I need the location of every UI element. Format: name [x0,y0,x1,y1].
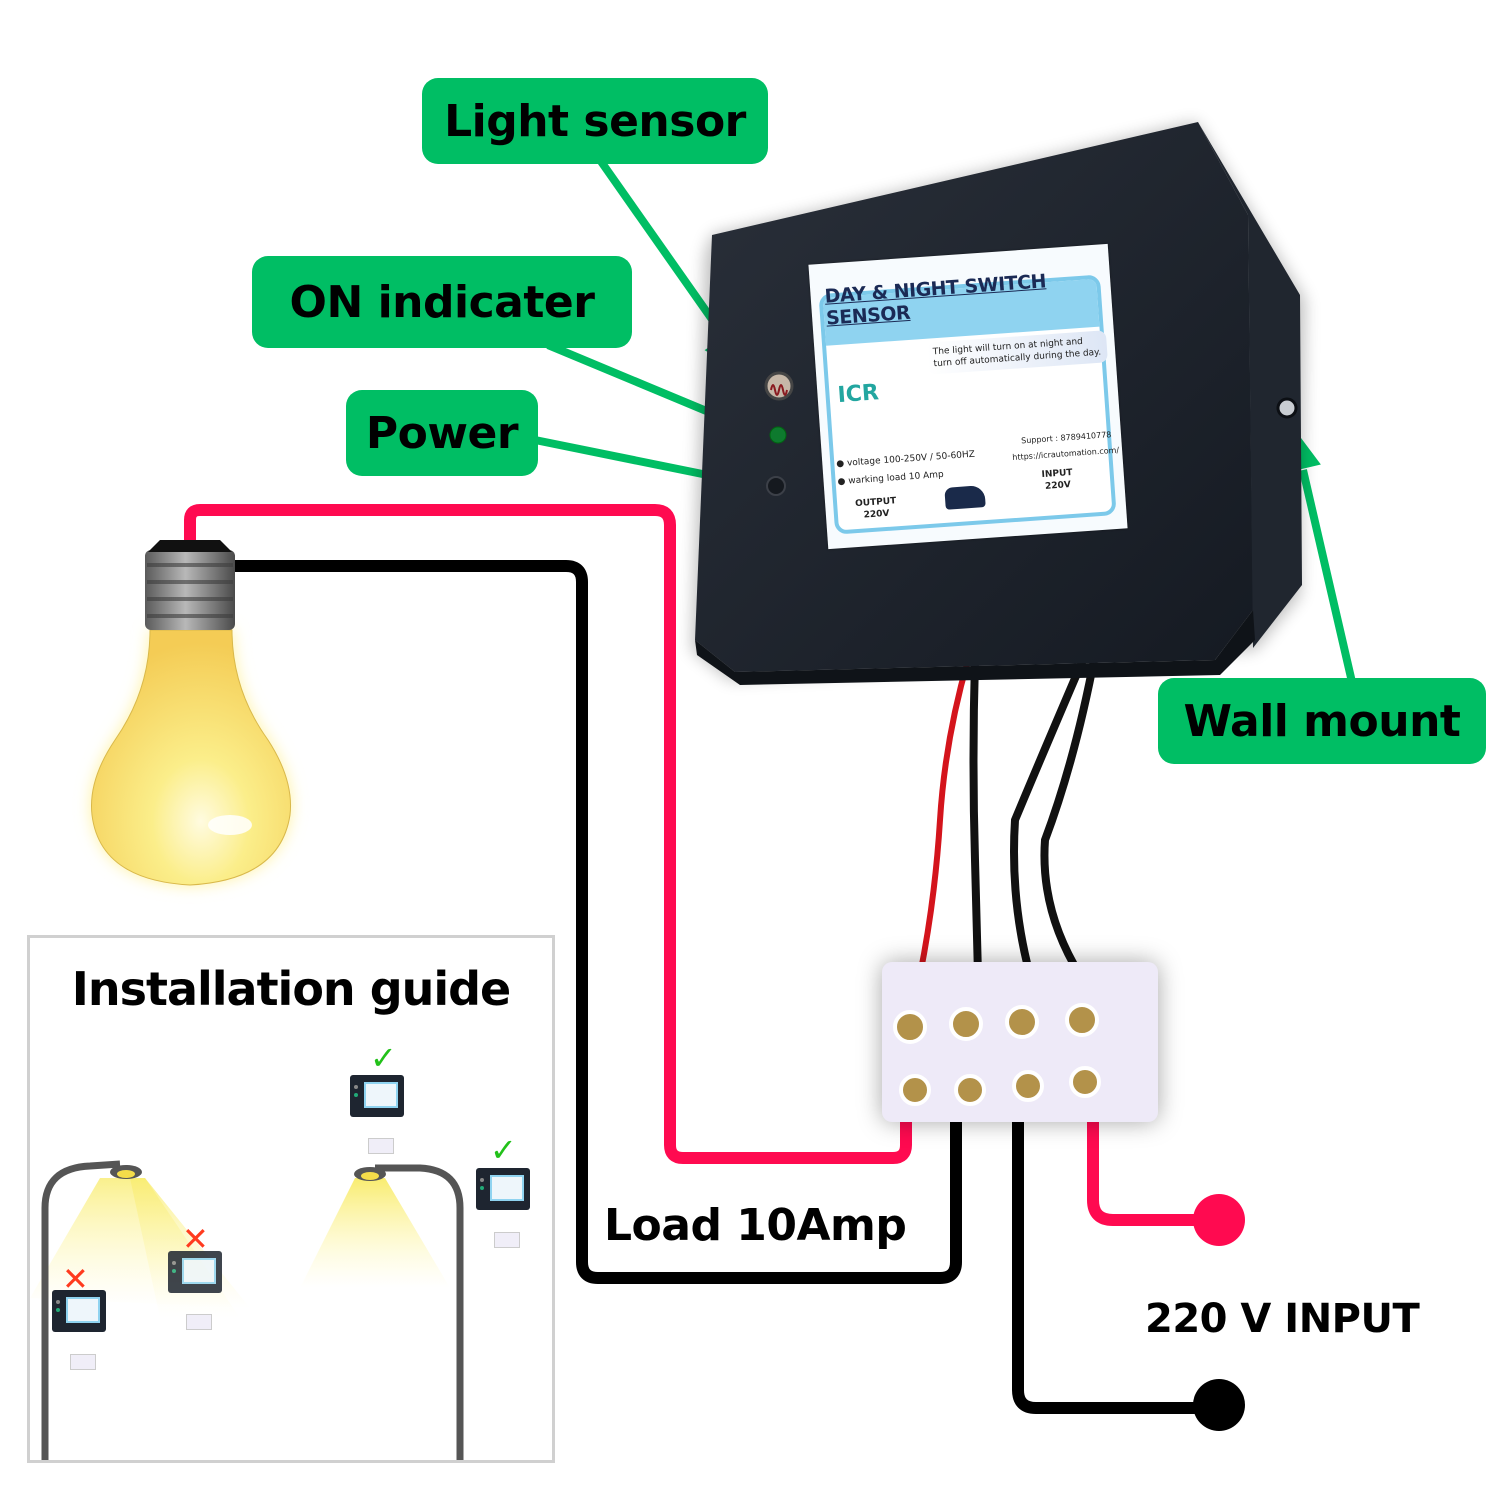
live-input-terminal [1193,1194,1245,1246]
input-voltage-label: 220 V INPUT [1145,1296,1420,1342]
input-rating: INPUT 220V [1041,467,1074,493]
wrong-mark-icon: ✕ [182,1220,209,1258]
mini-device-correct-2 [476,1168,530,1210]
installation-guide-title: Installation guide [71,962,512,1016]
mini-device-wrong-1 [52,1290,106,1332]
mini-terminal [70,1354,96,1370]
neutral-wire-load [224,560,962,1284]
mini-terminal [368,1138,394,1154]
live-wire-input [1087,1114,1221,1226]
callout-power: Power [346,390,538,476]
mini-device-correct-1 [350,1075,404,1117]
mini-terminal [186,1314,212,1330]
load-rating-label: Load 10Amp [604,1200,907,1251]
mini-terminal [494,1232,520,1248]
check-mark-icon: ✓ [490,1131,517,1169]
wrong-mark-icon: ✕ [62,1260,89,1298]
input-value: 220V [1044,480,1072,492]
terminal-screws [893,1003,1101,1106]
brand-logo: ICR [836,380,880,409]
light-bulb-icon [91,540,291,886]
terminal-block [882,962,1158,1122]
neutral-wire-input [1012,1114,1221,1414]
installation-guide-panel: Installation guide ✕ ✕ ✓ ✓ [27,935,555,1463]
check-mark-icon: ✓ [370,1039,397,1077]
mini-device-wrong-2 [168,1251,222,1293]
output-rating: OUTPUT 220V [855,495,898,522]
callout-wall-mount: Wall mount [1158,678,1486,764]
lion-emblem-icon [944,485,986,510]
device-label-sticker: DAY & NIGHT SWITCH SENSOR ICR The light … [808,243,1128,550]
callout-on-indicator: ON indicater [252,256,632,348]
neutral-input-terminal [1193,1379,1245,1431]
callout-light-sensor: Light sensor [422,78,768,164]
live-wire-load [184,504,912,1164]
